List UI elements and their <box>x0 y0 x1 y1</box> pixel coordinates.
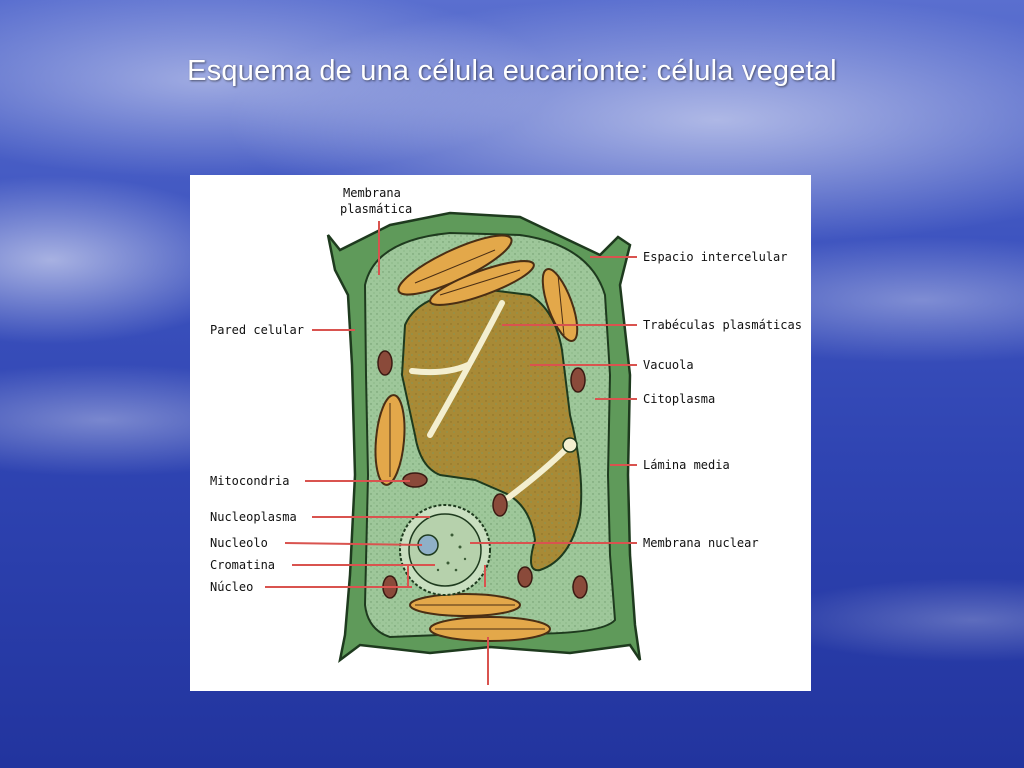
label-cromatina: Cromatina <box>210 558 275 572</box>
label-vacuola: Vacuola <box>643 358 694 372</box>
slide-title: Esquema de una célula eucarionte: célula… <box>187 55 837 87</box>
label-lamina-media: Lámina media <box>643 458 730 472</box>
label-espacio-intercelular: Espacio intercelular <box>643 250 788 264</box>
label-nucleolo: Nucleolo <box>210 536 268 550</box>
label-nucleo: Núcleo <box>210 580 253 594</box>
label-nucleoplasma: Nucleoplasma <box>210 510 297 524</box>
leader-lines <box>265 221 637 685</box>
label-citoplasma: Citoplasma <box>643 392 715 406</box>
plant-cell-diagram: Membrana plasmática Pared celular Mitoco… <box>190 175 811 691</box>
label-membrana-plasmatica-2: plasmática <box>340 202 412 216</box>
nucleus <box>399 504 491 596</box>
plant-cell-svg: Membrana plasmática Pared celular Mitoco… <box>210 186 802 685</box>
label-membrana-plasmatica-1: Membrana <box>343 186 401 200</box>
chloroplasts <box>374 234 579 642</box>
vacuole <box>400 288 583 572</box>
label-mitocondria: Mitocondria <box>210 474 289 488</box>
trabecula-2 <box>409 362 471 376</box>
trabecula-3 <box>505 444 571 501</box>
label-trabeculas: Trabéculas plasmáticas <box>643 318 802 332</box>
label-pared-celular: Pared celular <box>210 323 304 337</box>
label-membrana-nuclear: Membrana nuclear <box>643 536 759 550</box>
trabecula-node <box>562 437 578 453</box>
